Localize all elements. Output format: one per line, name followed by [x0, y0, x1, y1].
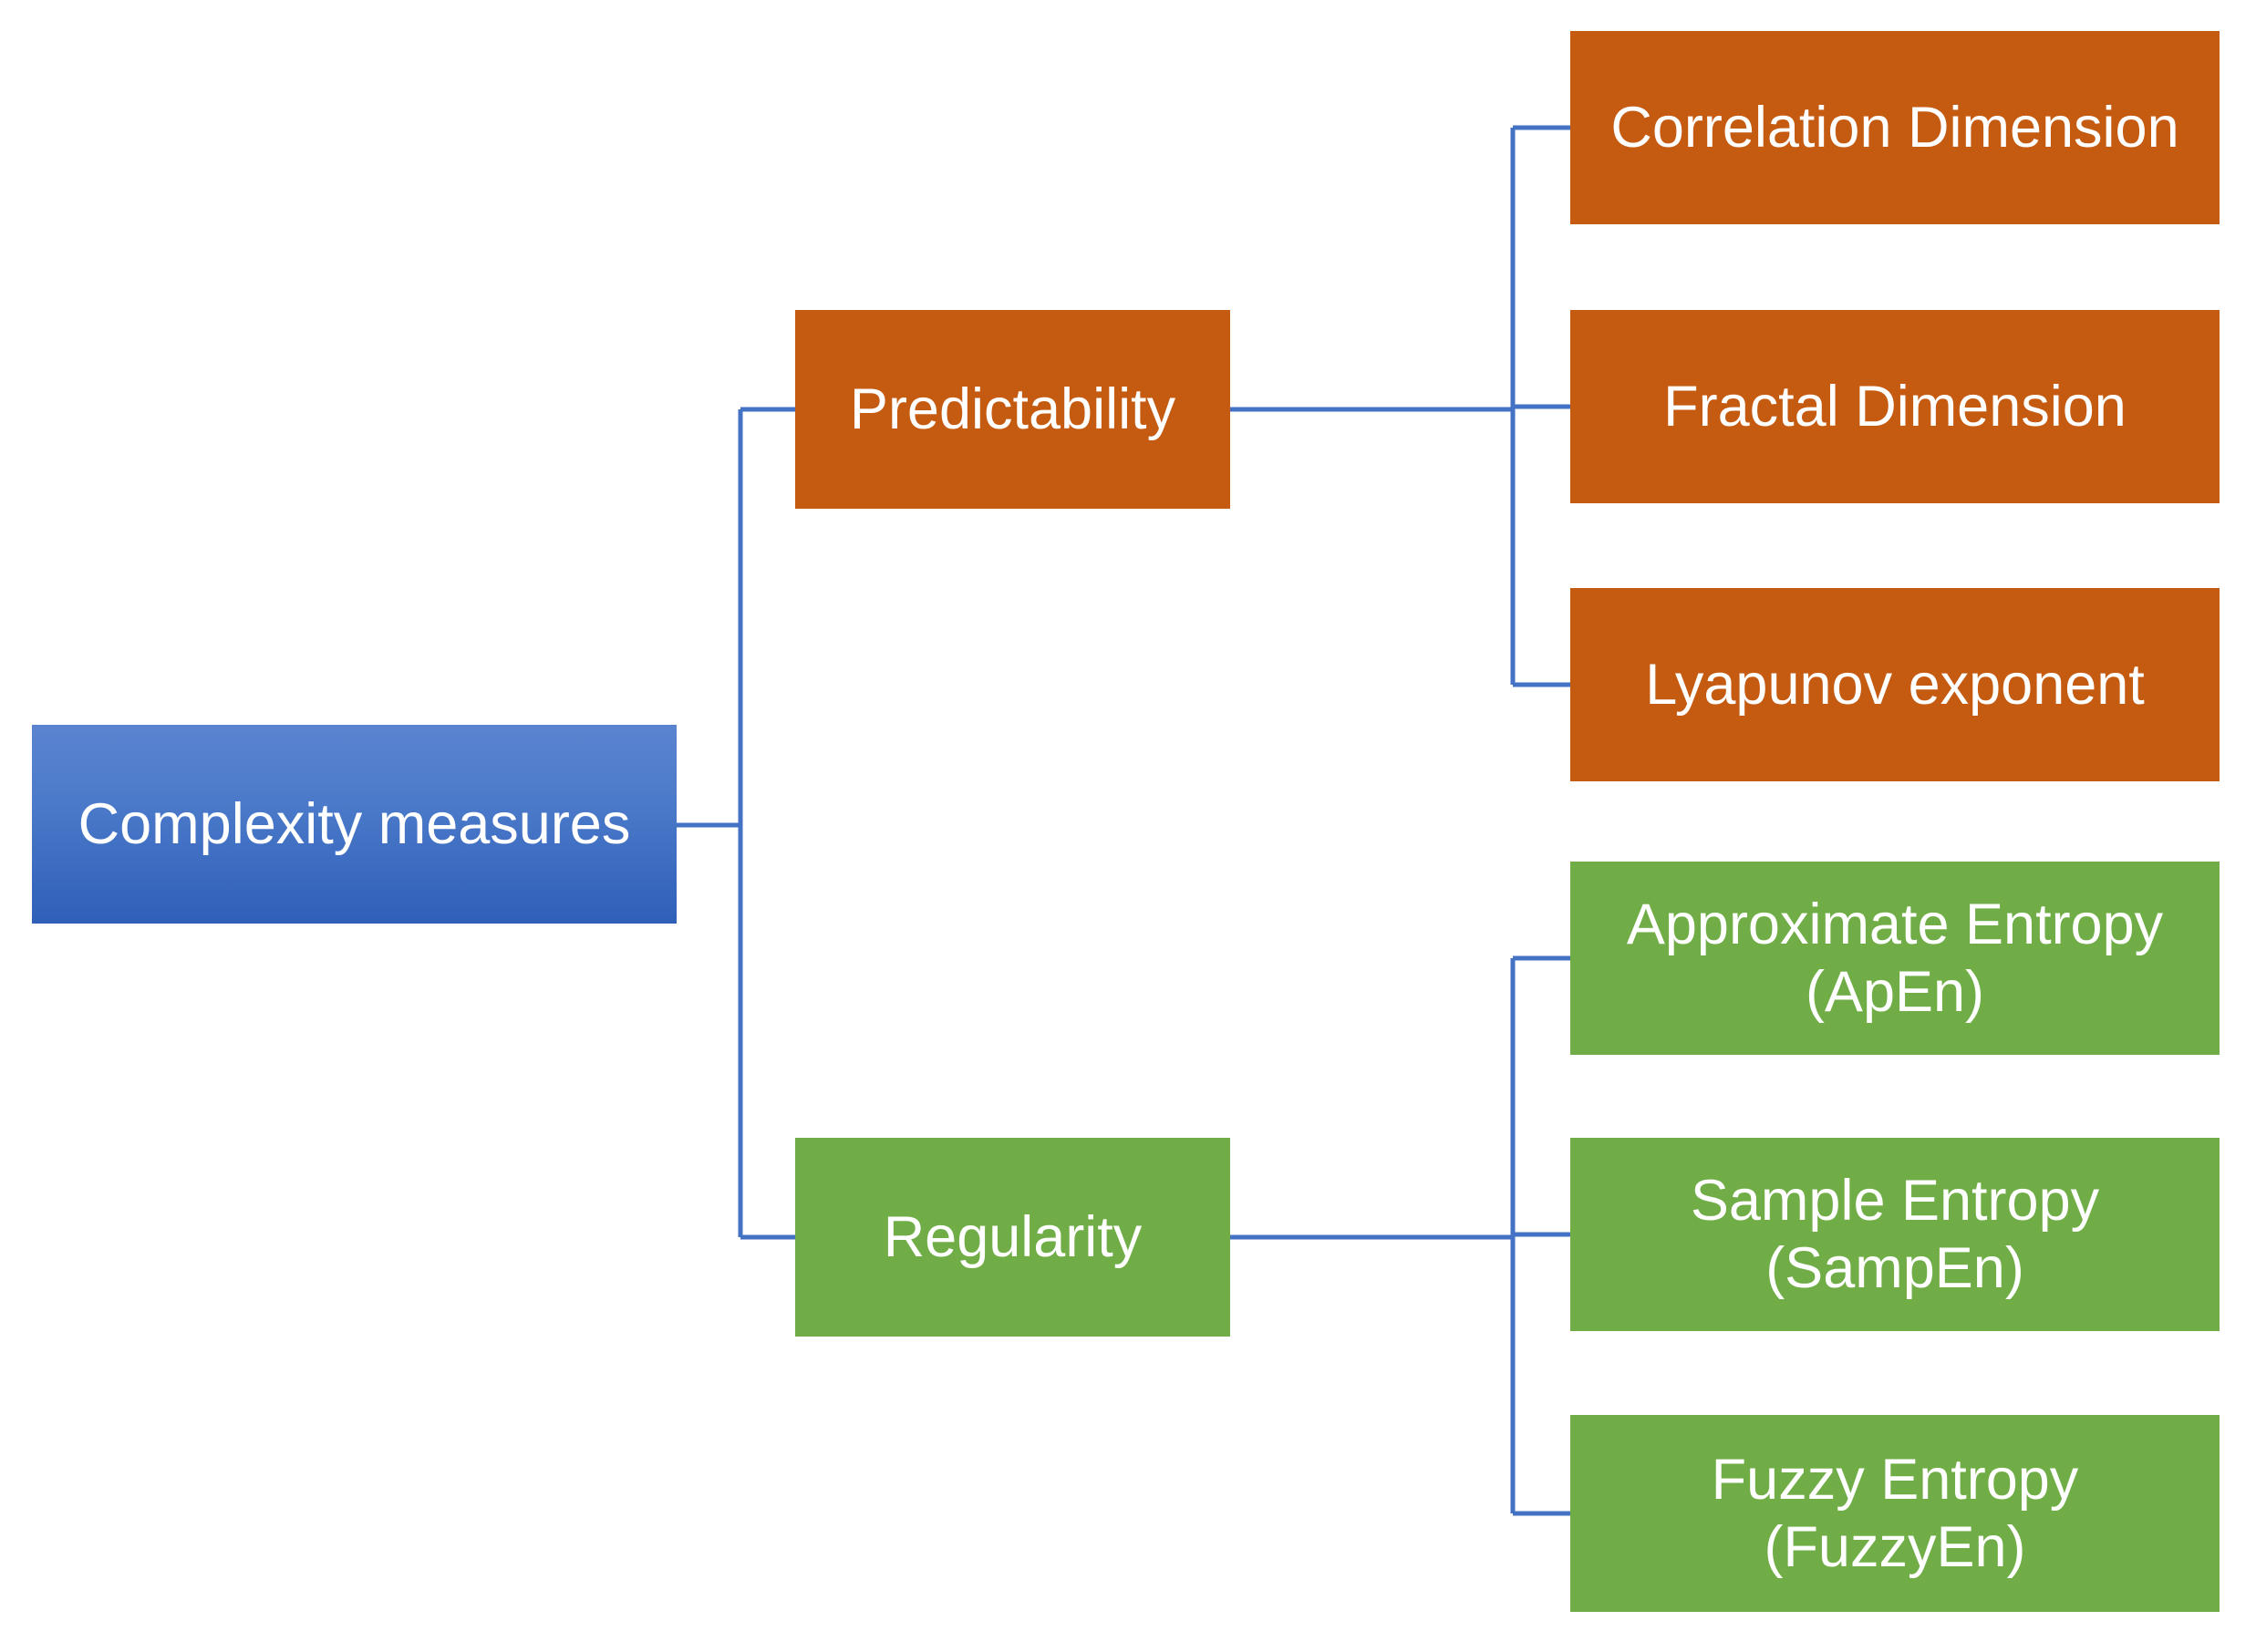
node-lyapunov-exponent[interactable]: Lyapunov exponent: [1570, 588, 2220, 781]
node-label: Approximate Entropy (ApEn): [1626, 892, 2164, 1024]
node-label: Correlation Dimension: [1610, 95, 2179, 160]
node-label: Complexity measures: [78, 791, 631, 856]
node-approximate-entropy[interactable]: Approximate Entropy (ApEn): [1570, 862, 2220, 1055]
node-label: Fractal Dimension: [1663, 374, 2127, 439]
node-predictability[interactable]: Predictability: [795, 310, 1230, 509]
node-label: Regularity: [883, 1204, 1143, 1269]
node-label: Fuzzy Entropy (FuzzyEn): [1711, 1447, 2079, 1579]
node-correlation-dimension[interactable]: Correlation Dimension: [1570, 31, 2220, 224]
node-label: Sample Entropy (SampEn): [1690, 1168, 2100, 1300]
node-fractal-dimension[interactable]: Fractal Dimension: [1570, 310, 2220, 503]
node-sample-entropy[interactable]: Sample Entropy (SampEn): [1570, 1138, 2220, 1331]
node-fuzzy-entropy[interactable]: Fuzzy Entropy (FuzzyEn): [1570, 1415, 2220, 1612]
node-complexity-measures[interactable]: Complexity measures: [32, 725, 677, 924]
node-regularity[interactable]: Regularity: [795, 1138, 1230, 1337]
node-label: Lyapunov exponent: [1645, 652, 2145, 717]
node-label: Predictability: [849, 377, 1176, 441]
